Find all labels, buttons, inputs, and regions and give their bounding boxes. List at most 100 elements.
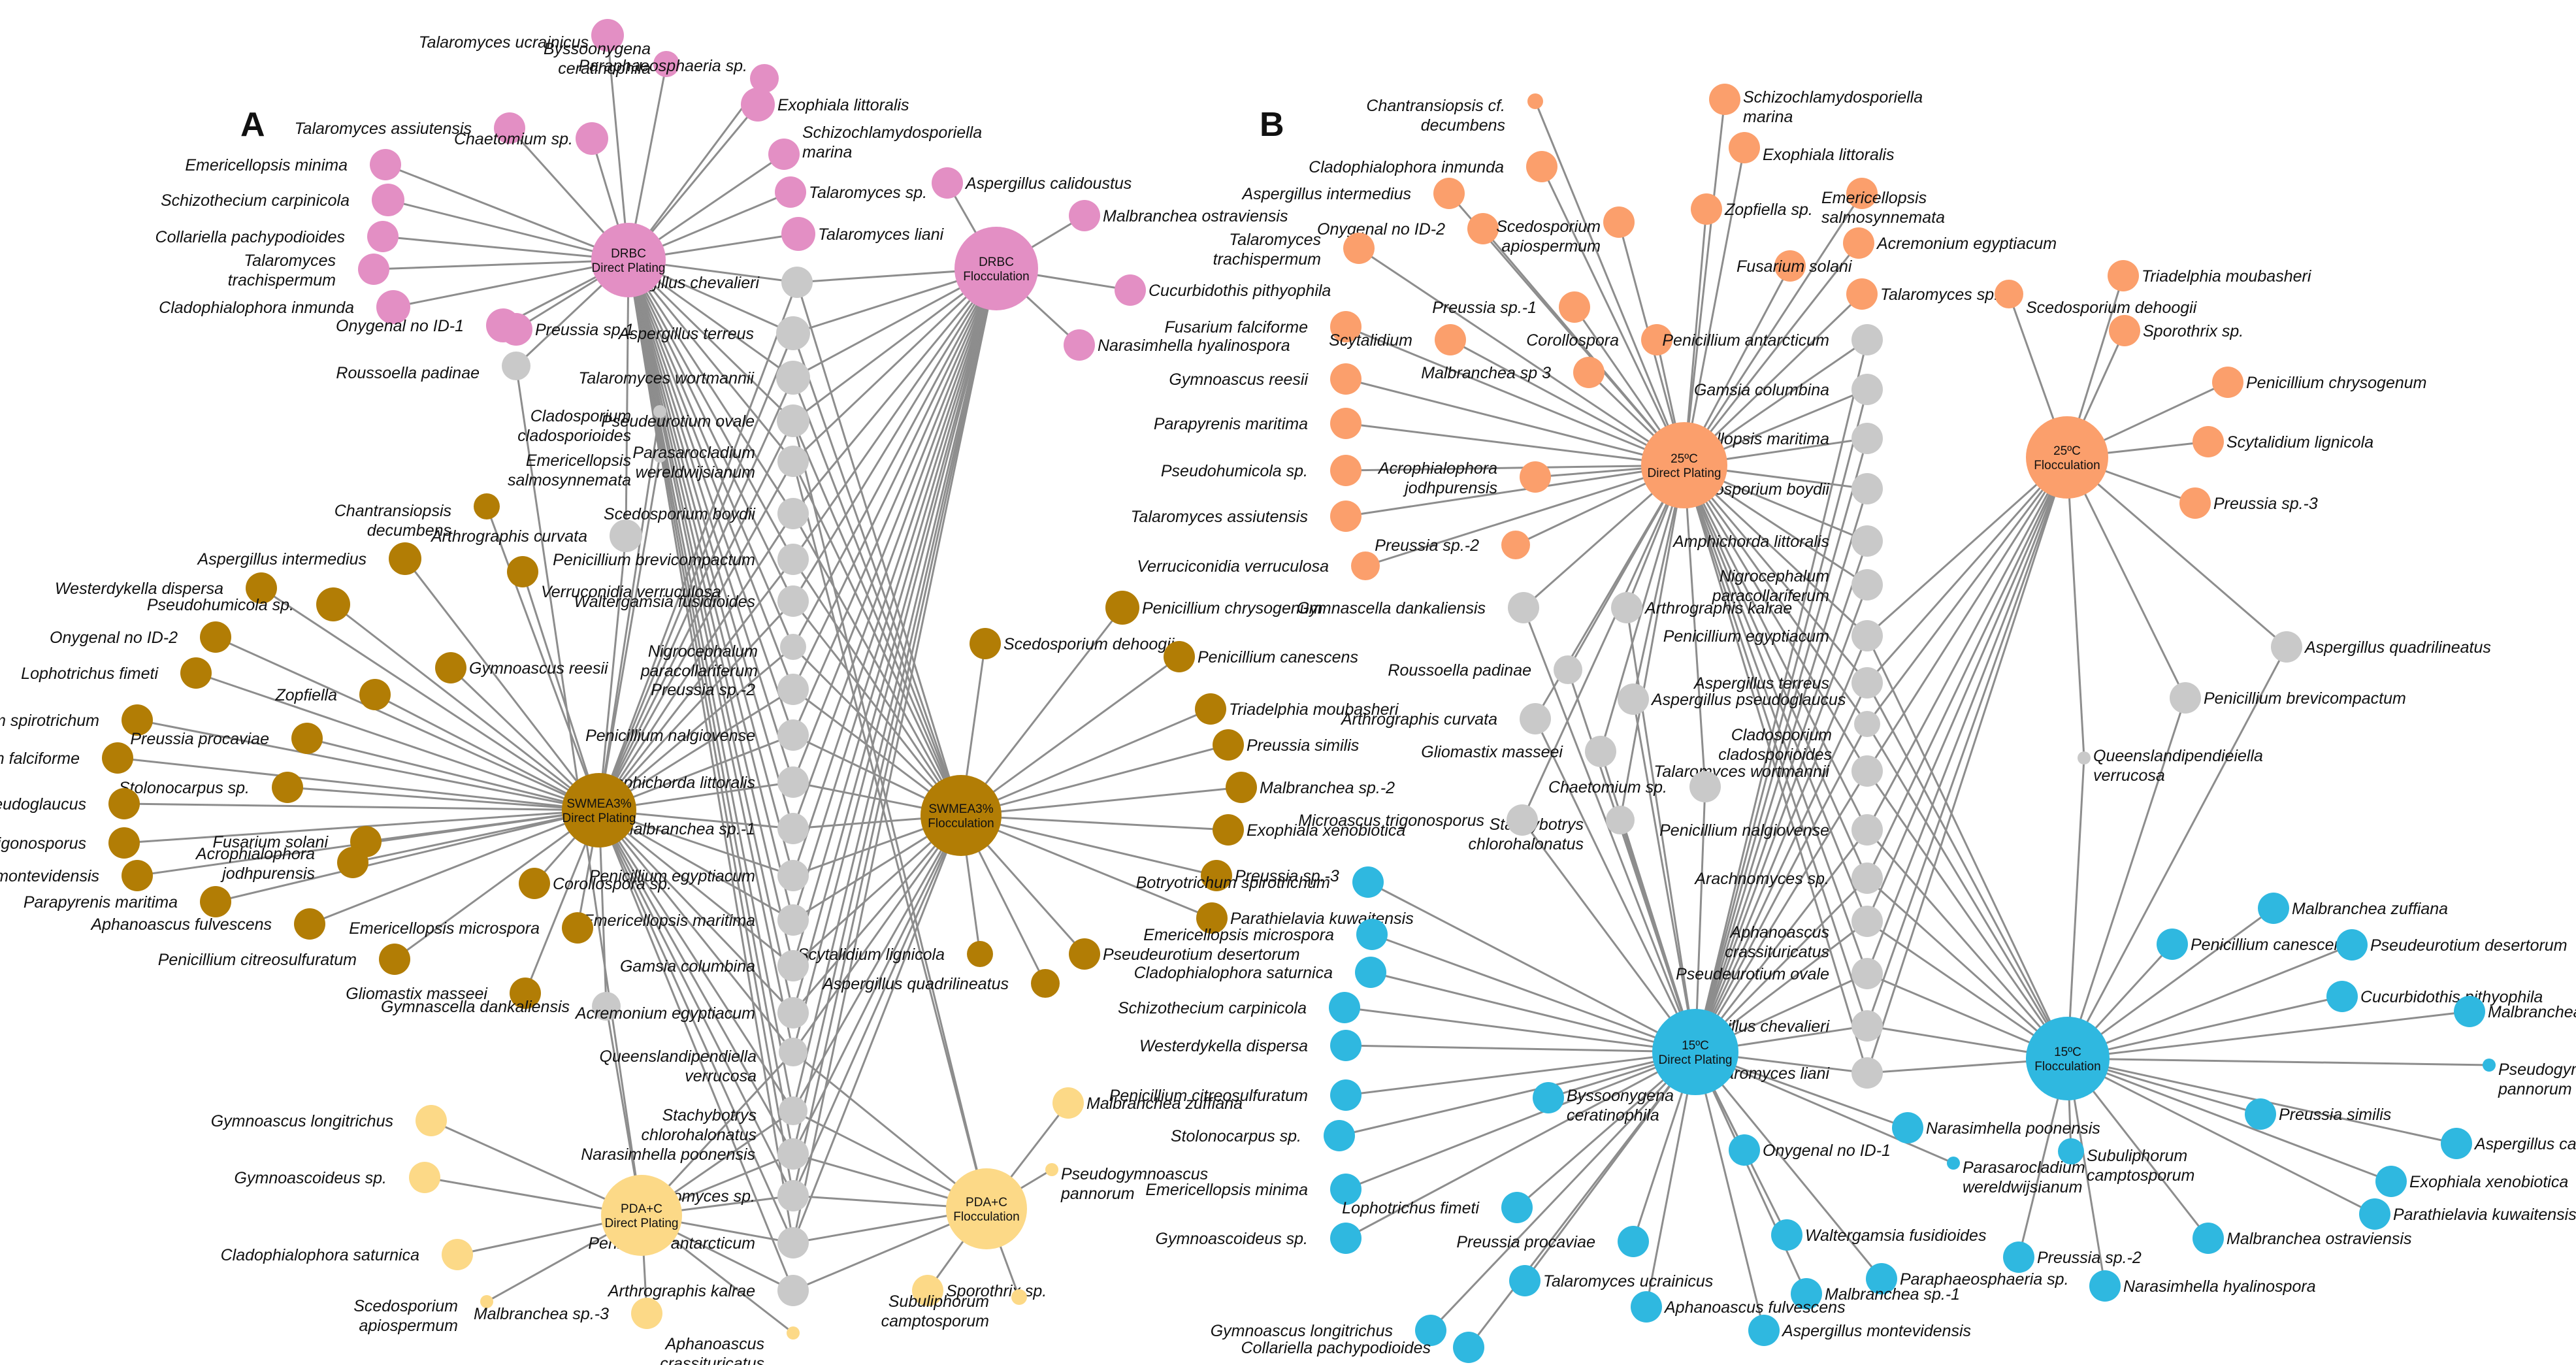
node-b-gymnoascoideus-sp[interactable]: Gymnoascoideus sp. <box>1156 1223 1361 1254</box>
node-b-westerdykella-dispersa[interactable]: Westerdykella dispersa <box>1139 1030 1361 1061</box>
node-a-cladophialophora-saturnica[interactable]: Cladophialophora saturnica <box>221 1239 473 1270</box>
node-a-chaetomium-sp[interactable]: Chaetomium sp. <box>454 122 608 155</box>
node-b-malbranchea-sp-3[interactable]: Malbranchea sp 3 <box>1421 357 1605 388</box>
node-a-pseudeurotium-desertorum[interactable]: Pseudeurotium desertorum <box>1069 938 1300 970</box>
node-b-preussia-similis[interactable]: Preussia similis <box>2245 1098 2391 1130</box>
node-b-scytalidium[interactable]: Scytalidium <box>1329 324 1466 355</box>
node-a-penicillium-brevicompactum[interactable]: Penicillium brevicompactum <box>553 544 809 575</box>
node-a-talaromyces-sp[interactable]: Talaromyces sp. <box>775 176 927 208</box>
node-b-malbranchea-zuffiana[interactable]: Malbranchea zuffiana <box>2258 893 2448 924</box>
node-b-zopfiella-sp[interactable]: Zopfiella sp. <box>1691 193 1813 225</box>
node-b-narasimhella-hyalinospora[interactable]: Narasimhella hyalinospora <box>2089 1270 2316 1302</box>
node-b-pseudeurotium-ovale[interactable]: Pseudeurotium ovale <box>1676 958 1883 989</box>
node-b-parapyrenis-maritima[interactable]: Parapyrenis maritima <box>1154 408 1361 439</box>
node-a-arthrographis-curvata[interactable]: Arthrographis curvata <box>430 519 642 552</box>
node-a-onygenal-no-id-2[interactable]: Onygenal no ID-2 <box>50 621 231 653</box>
node-b-gliomastix-masseei[interactable]: Gliomastix masseei <box>1421 736 1616 767</box>
node-a-aphanoascus-fulvescens[interactable]: Aphanoascus fulvescens <box>90 908 325 940</box>
node-a-talaromyces-assiutensis[interactable]: Talaromyces assiutensis <box>295 112 525 144</box>
node-b-botryotrichum-spirotrichum[interactable]: Botryotrichum spirotrichum <box>1136 866 1384 898</box>
node-b-gymnascella-dankaliensis[interactable]: Gymnascella dankaliensis <box>1297 592 1539 623</box>
node-a-aspergillus-quadrilineatus[interactable]: Aspergillus quadrilineatus <box>821 969 1060 998</box>
node-b-cucurbidothis-pithyophila[interactable]: Cucurbidothis pithyophila <box>2326 981 2543 1012</box>
node-b-penicillium-citreosulfuratum[interactable]: Penicillium citreosulfuratum <box>1109 1079 1361 1111</box>
node-a-microascus-trigonosporus[interactable]: Microascus trigonosporus <box>0 827 140 859</box>
node-b-pseudohumicola-sp[interactable]: Pseudohumicola sp. <box>1161 455 1361 486</box>
node-b-talaromyces-assiutensis[interactable]: Talaromyces assiutensis <box>1131 501 1361 532</box>
node-a-gymnoascus-longitrichus[interactable]: Gymnoascus longitrichus <box>211 1105 447 1136</box>
node-a-lophotrichus-fimeti[interactable]: Lophotrichus fimeti <box>21 657 212 689</box>
node-a-emericellopsis-maritima[interactable]: Emericellopsis maritima <box>583 904 809 936</box>
node-a-pseudeurotium-ovale[interactable]: Pseudeurotium ovale <box>601 404 809 437</box>
node-a-narasimhella-poonensis[interactable]: Narasimhella poonensis <box>581 1138 809 1170</box>
node-a-westerdykella-dispersa[interactable]: Westerdykella dispersa <box>55 572 277 604</box>
node-b-stolonocarpus-sp[interactable]: Stolonocarpus sp. <box>1171 1120 1355 1151</box>
node-b-aspergillus-terreus[interactable]: Aspergillus terreus <box>1693 667 1883 699</box>
node-b-exophiala-littoralis[interactable]: Exophiala littoralis <box>1729 132 1895 164</box>
node-a-gamsia-columbina[interactable]: Gamsia columbina <box>620 950 809 981</box>
node-a-acremonium-egyptiacum[interactable]: Acremonium egyptiacum <box>574 997 809 1028</box>
node-a-gliomastix-masseei[interactable]: Gliomastix masseei <box>346 978 541 1009</box>
node-a-malbranchea-sp-2[interactable]: Malbranchea sp.-2 <box>1226 772 1395 803</box>
node-a-penicillium-nalgiovense[interactable]: Penicillium nalgiovense <box>585 719 809 751</box>
node-b-schizothecium-carpinicola[interactable]: Schizothecium carpinicola <box>1118 992 1360 1023</box>
node-a-gymnoascus-reesii[interactable]: Gymnoascus reesii <box>435 652 609 683</box>
node-a-aspergillus-intermedius[interactable]: Aspergillus intermedius <box>197 542 421 575</box>
node-b-narasimhella-poonensis[interactable]: Narasimhella poonensis <box>1892 1112 2100 1143</box>
node-b-arthrographis-curvata[interactable]: Arthrographis curvata <box>1340 703 1551 734</box>
node-b-collariella-pachypodioides[interactable]: Collariella pachypodioides <box>1241 1332 1484 1363</box>
node-b-malbranchea-ostraviensis[interactable]: Malbranchea ostraviensis <box>2193 1223 2411 1254</box>
node-a-narasimhella-hyalinospora[interactable]: Narasimhella hyalinospora <box>1064 329 1290 361</box>
node-a-talaromyces-liani[interactable]: Talaromyces liani <box>781 217 945 251</box>
node-b-cladophialophora-saturnica[interactable]: Cladophialophora saturnica <box>1134 957 1386 988</box>
node-a-sporothrix-sp[interactable]: Sporothrix sp. <box>912 1275 1047 1306</box>
node-a-corollospora-sp[interactable]: Corollospora sp. <box>519 868 672 899</box>
node-b-gymnoascus-reesii[interactable]: Gymnoascus reesii <box>1169 363 1361 395</box>
node-a-schizothecium-carpinicola[interactable]: Schizothecium carpinicola <box>161 184 404 216</box>
node-b-penicillium-canescens[interactable]: Penicillium canescens <box>2157 929 2351 960</box>
node-a-talaromyces-wortmannii[interactable]: Talaromyces wortmannii <box>578 361 810 395</box>
hub-a-swmea3-flocculation[interactable]: SWMEA3%Flocculation <box>921 775 1002 856</box>
node-a-arthrographis-kalrae[interactable]: Arthrographis kalrae <box>607 1275 809 1306</box>
node-a-waltergamsia-fusidioides[interactable]: Waltergamsia fusidioides <box>574 585 809 617</box>
node-a-stolonocarpus-sp[interactable]: Stolonocarpus sp. <box>119 772 303 803</box>
node-b-talaromyces-sp[interactable]: Talaromyces sp. <box>1846 278 1998 310</box>
node-b-malbranchea-sp-1[interactable]: Malbranchea sp.-1 <box>1791 1278 1960 1309</box>
node-b-aspergillus-quadrilineatus[interactable]: Aspergillus quadrilineatus <box>2271 631 2491 663</box>
node-b-gamsia-columbina[interactable]: Gamsia columbina <box>1694 374 1883 405</box>
node-b-arachnomyces-sp[interactable]: Arachnomyces sp. <box>1693 863 1883 894</box>
node-a-preussia-similis[interactable]: Preussia similis <box>1213 729 1359 761</box>
node-b-scytalidium-lignicola[interactable]: Scytalidium lignicola <box>2193 426 2373 457</box>
node-b-fusarium-falciforme[interactable]: Fusarium falciforme <box>1165 311 1362 342</box>
node-a-onygenal-no-id-1[interactable]: Onygenal no ID-1 <box>336 308 520 342</box>
node-b-aspergillus-pseudoglaucus[interactable]: Aspergillus pseudoglaucus <box>1618 683 1846 715</box>
node-b-exophiala-xenobiotica[interactable]: Exophiala xenobiotica <box>2375 1166 2568 1197</box>
node-b-preussia-sp-2[interactable]: Preussia sp.-2 <box>1375 531 1530 559</box>
hub-a-swmea3-direct-plating[interactable]: SWMEA3%Direct Plating <box>562 773 636 847</box>
node-b-corollospora[interactable]: Corollospora <box>1526 324 1672 355</box>
